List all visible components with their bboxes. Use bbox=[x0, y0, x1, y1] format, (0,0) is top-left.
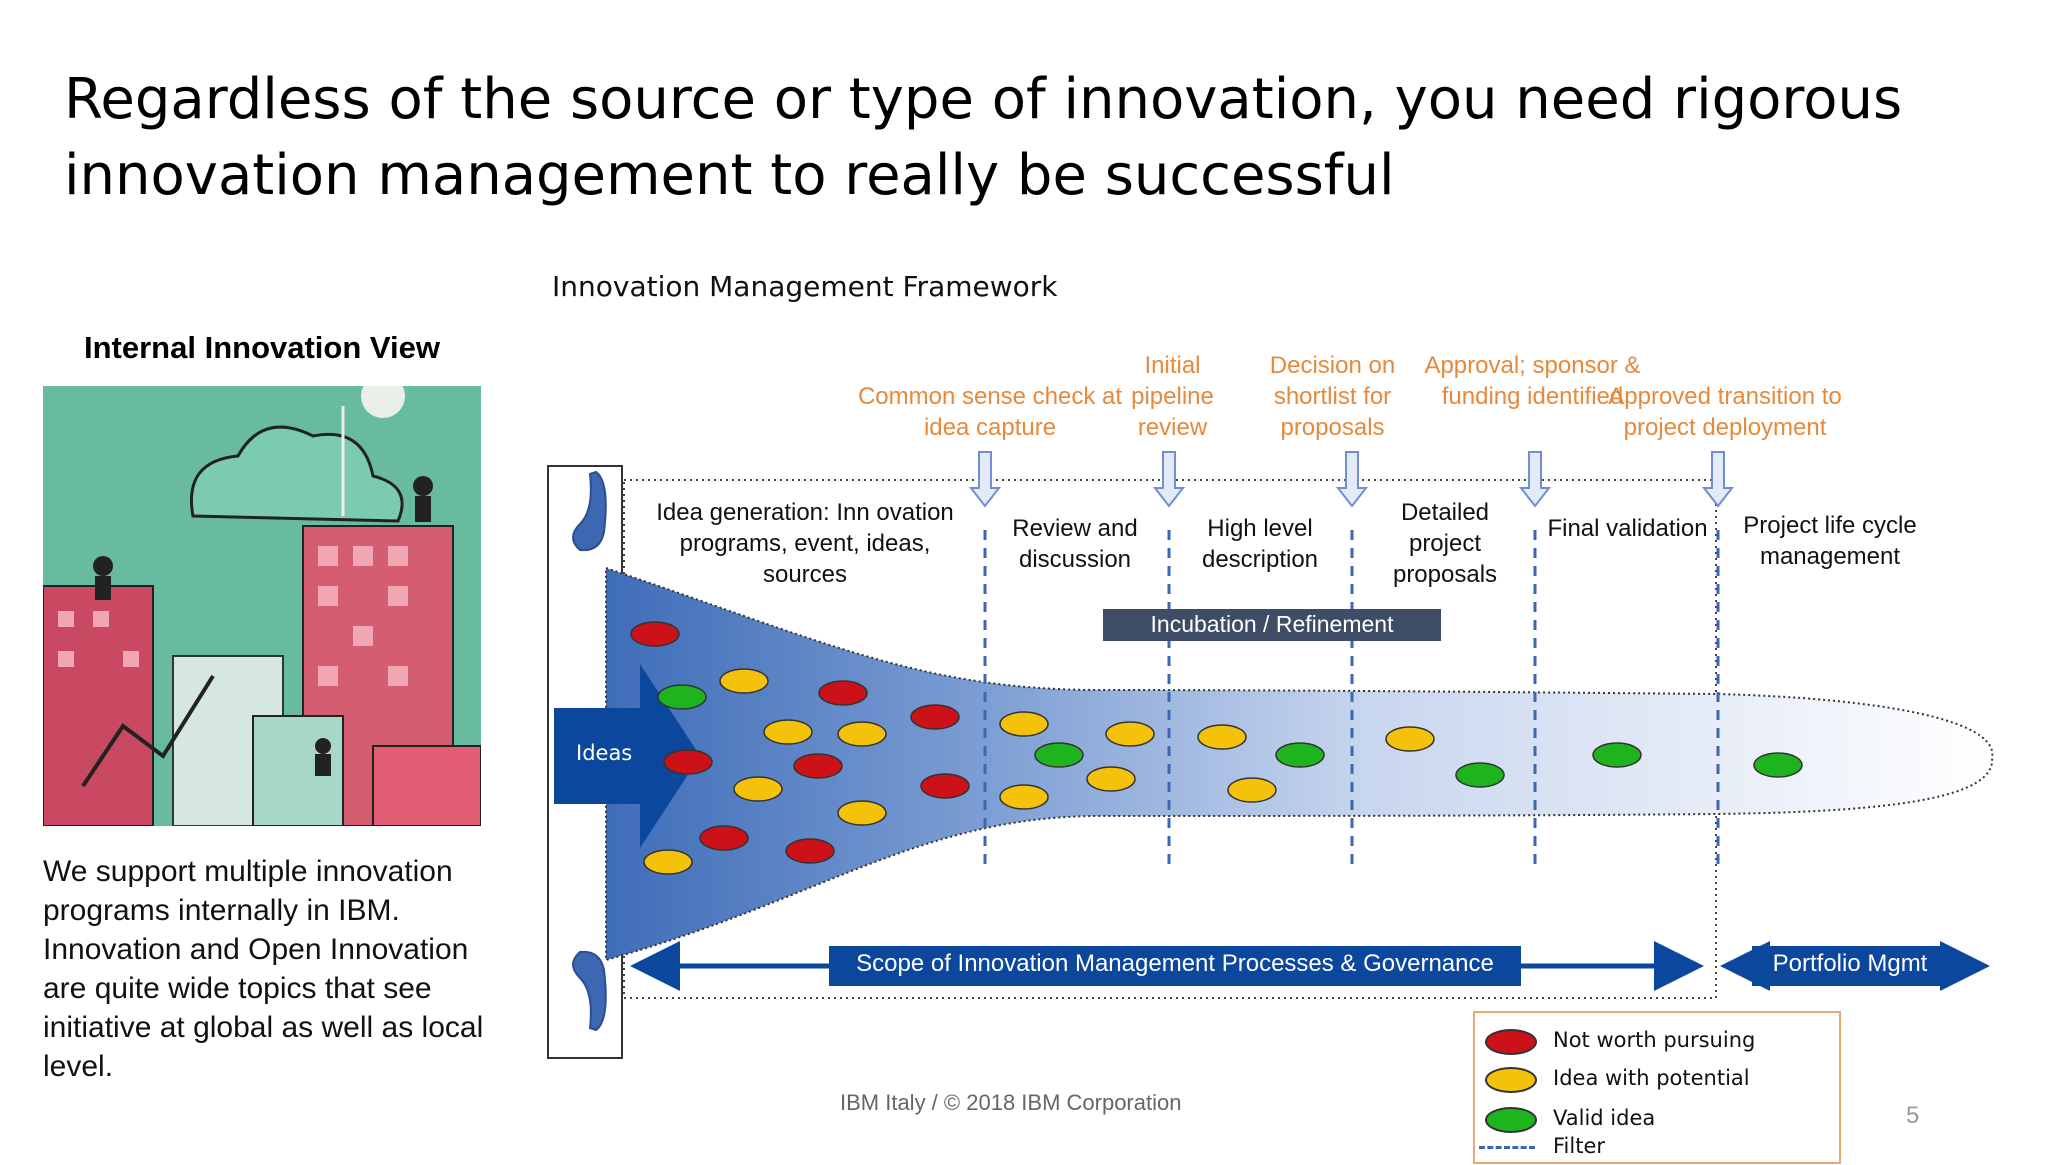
yellow-dot-icon bbox=[1485, 1067, 1537, 1093]
stage-label-detailed: Detailed project proposals bbox=[1392, 499, 1498, 588]
side-heading: Internal Innovation View bbox=[84, 330, 440, 365]
side-description: We support multiple innovation programs … bbox=[43, 855, 484, 1083]
legend-item-filter: Filter bbox=[1475, 1131, 1839, 1165]
gate-label-4: Approval; sponsor & funding identified bbox=[1424, 352, 1641, 410]
gate-label-1: Common sense check at idea capture bbox=[857, 383, 1123, 441]
stage-label-idea-generation: Idea generation: Inn ovation programs, e… bbox=[656, 499, 954, 588]
legend-item-not-worth: Not worth pursuing bbox=[1475, 1025, 1839, 1059]
incubation-label: Incubation / Refinement bbox=[1150, 611, 1394, 637]
innovation-illustration bbox=[43, 386, 481, 826]
ideas-label: Ideas bbox=[576, 741, 633, 765]
framework-title: Innovation Management Framework bbox=[552, 270, 1058, 303]
gate-label-5: Approved transition to project deploymen… bbox=[1608, 383, 1842, 441]
filter-dash-icon bbox=[1479, 1146, 1535, 1149]
green-dot-icon bbox=[1485, 1107, 1537, 1133]
stage-label-project-lifecycle: Project life cycle management bbox=[1743, 512, 1917, 570]
gate-label-3: Decision on shortlist for proposals bbox=[1269, 352, 1396, 441]
gate-label-2: Initial pipeline review bbox=[1131, 352, 1214, 441]
stage-label-final-validation: Final validation bbox=[1547, 515, 1708, 542]
legend-item-potential: Idea with potential bbox=[1475, 1063, 1839, 1097]
stage-label-review: Review and discussion bbox=[1012, 515, 1138, 573]
slide-title: Regardless of the source or type of inno… bbox=[64, 67, 1903, 208]
footer-copyright: IBM Italy / © 2018 IBM Corporation bbox=[840, 1090, 1182, 1115]
scope-label: Scope of Innovation Management Processes… bbox=[856, 950, 1494, 977]
legend-item-valid: Valid idea bbox=[1475, 1103, 1839, 1137]
portfolio-label: Portfolio Mgmt bbox=[1772, 950, 1928, 977]
stage-label-high-level: High level description bbox=[1201, 515, 1319, 573]
red-dot-icon bbox=[1485, 1029, 1537, 1055]
page-number: 5 bbox=[1906, 1102, 1920, 1129]
legend: Not worth pursuing Idea with potential V… bbox=[1473, 1011, 1841, 1164]
